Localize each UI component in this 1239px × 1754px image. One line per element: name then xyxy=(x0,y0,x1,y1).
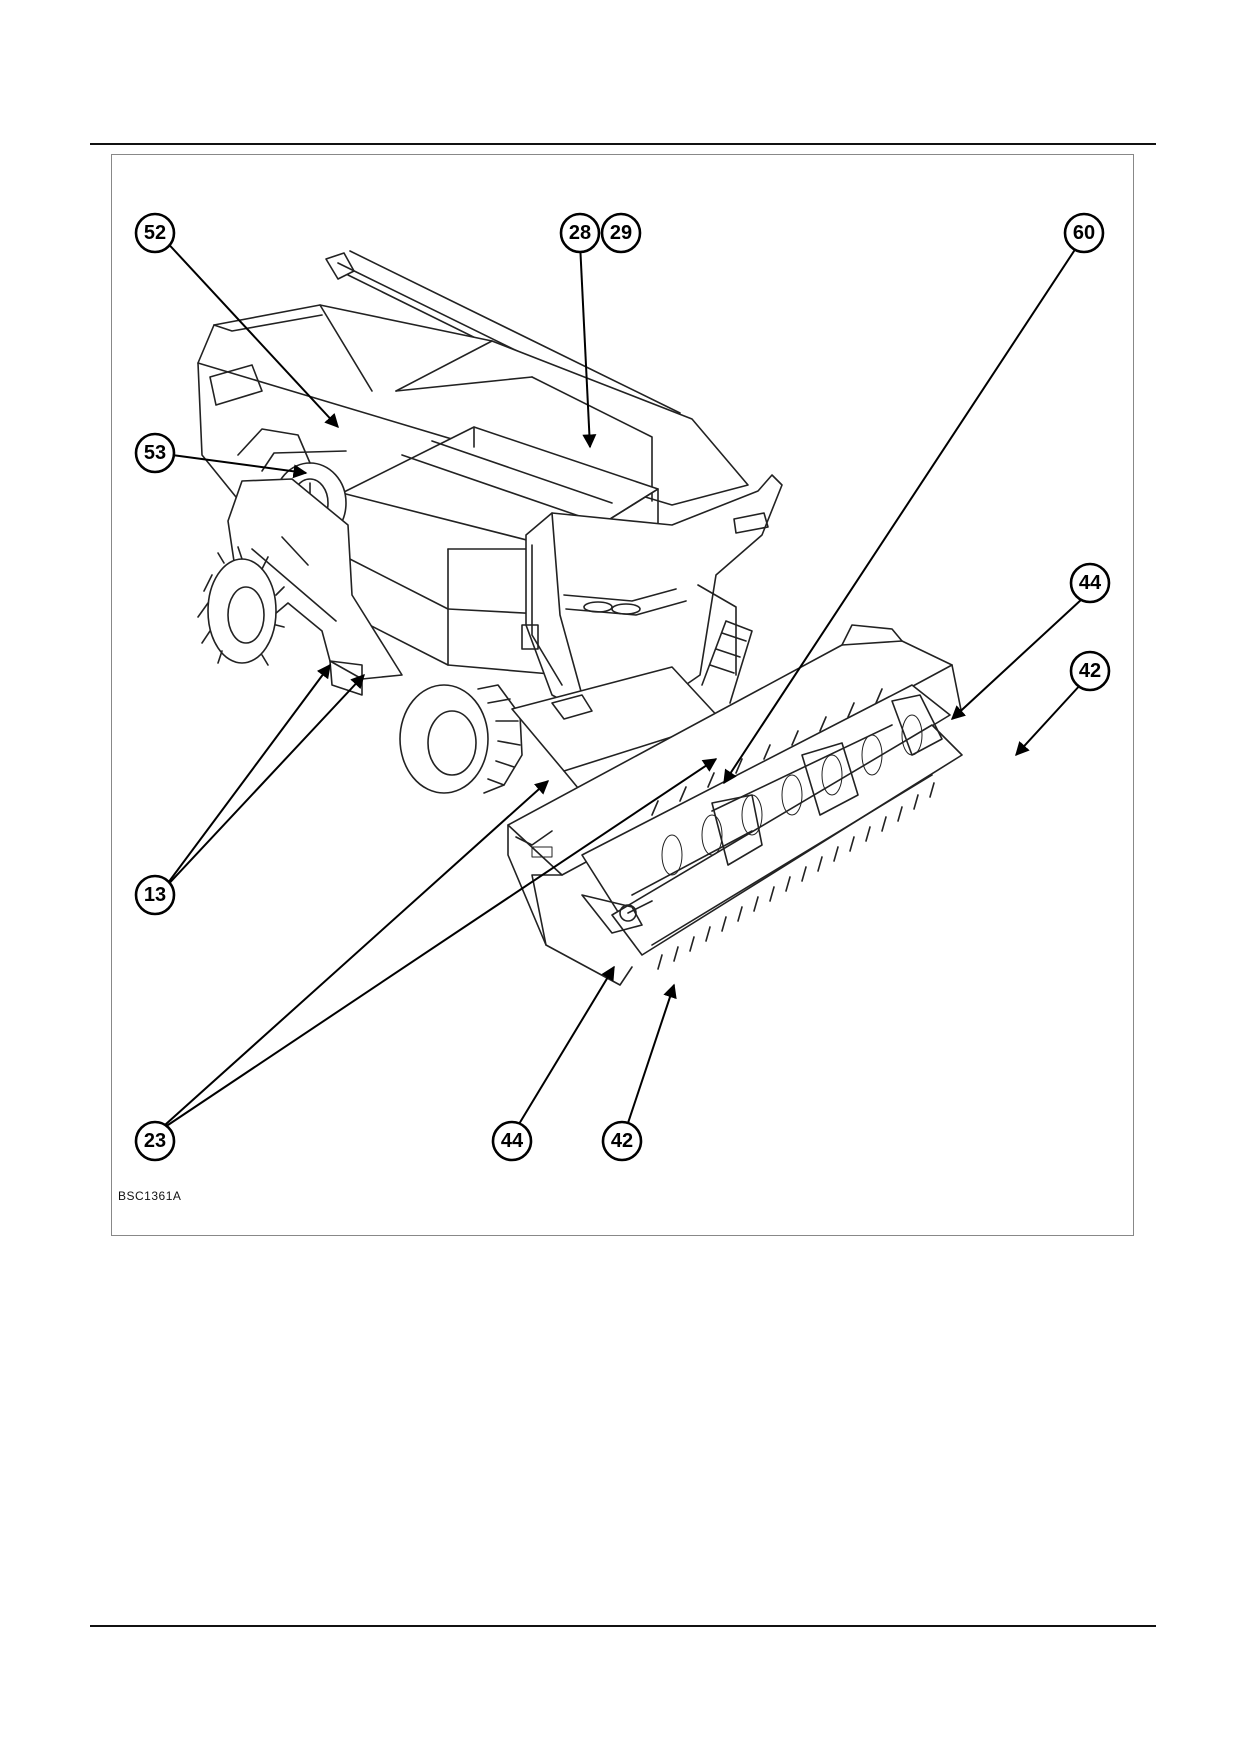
cab-ladder xyxy=(701,620,753,704)
callout-label: 13 xyxy=(144,884,166,906)
callout-60: 60 xyxy=(1063,212,1105,254)
callout-53: 53 xyxy=(134,432,176,474)
header-reel xyxy=(581,684,963,970)
callout-label: 29 xyxy=(610,222,632,244)
callout-42-bottom: 42 xyxy=(601,1120,643,1162)
callout-label: 44 xyxy=(1079,572,1102,594)
header-auger xyxy=(661,714,923,876)
callout-label: 42 xyxy=(1079,660,1101,682)
combine-harvester-diagram: 52 28 29 60 53 44 42 13 23 44 42 xyxy=(111,154,1134,1236)
callout-label: 53 xyxy=(144,442,166,464)
callout-label: 60 xyxy=(1073,222,1095,244)
callout-29: 29 xyxy=(600,212,642,254)
grain-tank xyxy=(197,304,749,516)
callout-label: 52 xyxy=(144,222,166,244)
operator-cab xyxy=(521,474,783,712)
callout-52: 52 xyxy=(134,212,176,254)
diagram-canvas: 52 28 29 60 53 44 42 13 23 44 42 xyxy=(134,212,1111,1162)
callout-42-right: 42 xyxy=(1069,650,1111,692)
front-tire xyxy=(399,684,523,794)
callout-label: 23 xyxy=(144,1130,166,1152)
callout-label: 28 xyxy=(569,222,591,244)
callout-23: 23 xyxy=(134,1120,176,1162)
footer-rule xyxy=(90,1625,1156,1627)
rear-tire xyxy=(197,546,285,666)
callout-label: 44 xyxy=(501,1130,524,1152)
combine-drawing xyxy=(197,250,963,986)
header-rule xyxy=(90,143,1156,145)
callout-13: 13 xyxy=(134,874,176,916)
figure-code: BSC1361A xyxy=(118,1189,182,1203)
callout-44-right: 44 xyxy=(1069,562,1111,604)
callout-44-bottom: 44 xyxy=(491,1120,533,1162)
callout-28: 28 xyxy=(559,212,601,254)
callout-label: 42 xyxy=(611,1130,633,1152)
leader-lines xyxy=(155,236,1083,1134)
